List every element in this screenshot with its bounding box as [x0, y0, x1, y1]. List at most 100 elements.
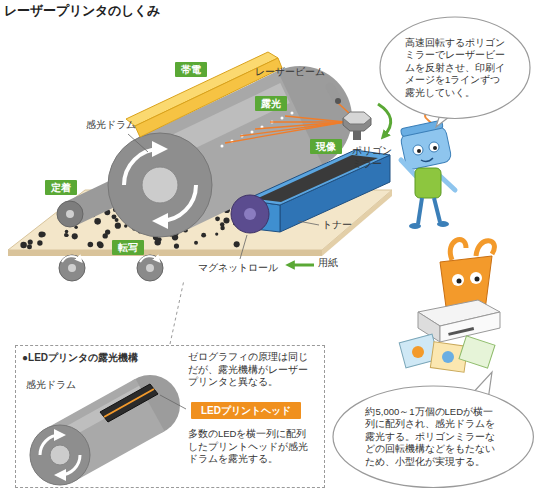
polygon-mirror — [378, 104, 391, 136]
photosensitive-drum — [108, 133, 212, 237]
panel-text: ●LEDプリンタの露光機構 — [22, 351, 138, 364]
toner-dots — [201, 233, 206, 238]
part-tag: LEDプリントヘッド — [191, 402, 301, 419]
laser-beams — [240, 122, 345, 136]
paper-feed-arrow — [290, 265, 314, 266]
bubble-text: 高速回転するポリゴンミラーでレーザービームを反射させ、印刷イメージを1ラインずつ… — [405, 37, 505, 100]
inset-drum — [30, 425, 90, 485]
lower-rollers — [146, 264, 154, 272]
fixing-roller — [66, 210, 74, 218]
lower-rollers — [68, 264, 76, 272]
tag-text: 帯電 — [181, 63, 201, 76]
photosensitive-drum — [142, 167, 178, 203]
tag-text: 現像 — [316, 140, 336, 153]
panel-text: ゼログラフィの原理は同じだが、露光機構がレーザープリンタと異なる。 — [188, 351, 316, 389]
page-title: レーザープリンタのしくみ — [4, 3, 160, 19]
robot-character — [413, 145, 423, 155]
toner-dots — [65, 230, 69, 234]
inset-drum — [40, 435, 60, 455]
inset-leader — [170, 280, 184, 344]
tag-text: LEDプリントヘッド — [201, 404, 291, 417]
developer-unit — [231, 195, 269, 233]
inset-panel: ●LEDプリンタの露光機構感光ドラム ゼログラフィの原理は同じだが、露光機構がレー… — [15, 345, 325, 488]
toner-dots — [94, 218, 101, 225]
photosensitive-drum — [291, 112, 294, 115]
laser-emitter — [335, 98, 341, 104]
part-label: トナー — [322, 219, 352, 232]
panel-text: 感光ドラム — [26, 378, 76, 391]
lower-rollers — [59, 255, 163, 281]
printer-character — [448, 327, 474, 336]
bubble-ellipse — [333, 386, 533, 487]
printer-character — [452, 274, 464, 286]
robot-character — [409, 223, 421, 229]
robot-character — [433, 146, 437, 150]
led-print-head — [100, 384, 158, 422]
robot-character — [437, 221, 449, 227]
robot-character — [401, 160, 416, 176]
toner-dots — [88, 242, 94, 248]
developer-unit — [244, 208, 256, 220]
toner-dots — [28, 240, 31, 243]
printer-character — [476, 241, 494, 256]
process-tag: 定着 — [45, 180, 77, 195]
inset-drum — [50, 445, 70, 465]
laser-emitter — [330, 87, 341, 104]
tag-text: 露光 — [261, 97, 281, 110]
toner-dots — [64, 233, 68, 237]
speech-bubble: 高速回転するポリゴンミラーでレーザービームを反射させ、印刷イメージを1ラインずつ… — [379, 16, 531, 119]
process-tag: 露光 — [255, 96, 287, 111]
led-print-head — [100, 384, 186, 422]
robot-character — [421, 158, 433, 162]
printer-character — [442, 351, 454, 363]
part-label: 用紙 — [318, 257, 338, 270]
photosensitive-drum — [251, 131, 254, 134]
laser-beams — [285, 116, 345, 122]
robot-character — [429, 142, 439, 152]
leader-lines — [128, 134, 319, 259]
toner-dots — [27, 244, 32, 249]
bubble-ellipse — [380, 17, 530, 118]
led-print-head — [104, 389, 154, 417]
toner-dots — [20, 242, 26, 248]
part-label: マグネットロール — [198, 262, 278, 275]
leader-lines — [240, 235, 247, 259]
leader-lines — [128, 134, 148, 152]
toner-dots — [115, 223, 121, 229]
robot-character — [399, 104, 455, 229]
toner-dots — [105, 229, 110, 234]
process-tag: 転写 — [112, 240, 144, 255]
laser-beams — [255, 122, 345, 129]
toner-dots — [234, 241, 240, 247]
toner-dots — [223, 217, 229, 223]
speech-bubble: 約5,000～1万個のLEDが横一列に配列され、感光ドラムを露光する。ポリゴンミ… — [332, 385, 534, 488]
part-label: レーザービーム — [255, 66, 325, 79]
toner-dots — [41, 232, 46, 237]
leader-lines — [298, 221, 319, 225]
charger-unit — [126, 52, 278, 126]
toner-dots — [28, 239, 33, 244]
printer-character — [412, 346, 424, 358]
photosensitive-drum — [160, 185, 196, 221]
toner-dots — [215, 232, 218, 235]
printer-character — [459, 336, 495, 368]
printer-character — [399, 239, 500, 372]
inset-drum — [30, 375, 180, 485]
laser-beams — [225, 103, 350, 143]
robot-character — [440, 176, 455, 190]
printer-character — [457, 279, 462, 284]
tag-text: 転写 — [118, 241, 138, 254]
polygon-mirror — [343, 104, 391, 140]
paper-plate — [8, 250, 322, 256]
toner-dots — [97, 241, 103, 247]
printer-character — [450, 239, 466, 260]
toner-dots — [220, 226, 224, 230]
robot-character — [418, 198, 422, 224]
robot-character — [415, 168, 441, 198]
bubble-text: 約5,000～1万個のLEDが横一列に配列され、感光ドラムを露光する。ポリゴンミ… — [365, 406, 500, 469]
toner-dots — [174, 243, 179, 248]
photosensitive-drum — [221, 145, 224, 148]
polygon-mirror — [343, 112, 371, 124]
charger-unit — [126, 52, 282, 137]
printer-character — [475, 277, 480, 282]
